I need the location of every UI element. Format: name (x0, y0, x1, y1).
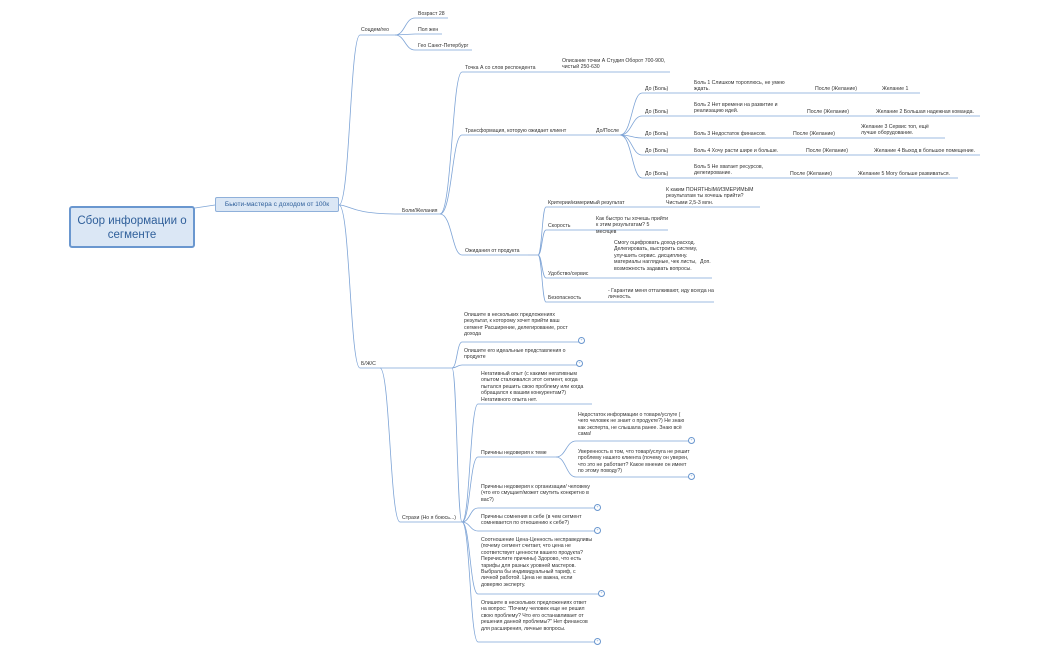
distrust-topic-node[interactable]: Причины недоверия к теме (481, 450, 547, 456)
speed-text[interactable]: Как быстро ты хочешь прийти к этим резул… (596, 216, 669, 235)
geo-node[interactable]: Гео Санкт-Петербург (418, 43, 469, 49)
after-node[interactable]: После (Желание) (793, 131, 836, 137)
transformation-topic[interactable]: Трансформация, которую ожидает клиент (465, 128, 567, 134)
pain-node[interactable]: Боль 4 Хочу расти шире и больше. (694, 148, 779, 154)
pain-node[interactable]: Боль 2 Нет времени на развитие и реализа… (694, 102, 778, 115)
expand-badge-icon[interactable]: + (598, 590, 605, 597)
gender-node[interactable]: Пол жен (418, 27, 439, 33)
org-distrust-node[interactable]: Причины недоверия к организации/ человек… (481, 484, 591, 503)
expand-badge-icon[interactable]: + (688, 473, 695, 480)
wish-node[interactable]: Желание 4 Выход в большое помещение. (874, 148, 976, 154)
expand-badge-icon[interactable]: + (576, 360, 583, 367)
pain-node[interactable]: Боль 3 Недостаток финансов. (694, 131, 767, 137)
wish-node[interactable]: Желание 1 (882, 86, 909, 92)
expand-badge-icon[interactable]: + (594, 504, 601, 511)
distrust-info-node[interactable]: Недостаток информации о товаре/услуге ( … (578, 412, 685, 438)
after-node[interactable]: После (Желание) (790, 171, 833, 177)
before-after-node[interactable]: До/После (596, 128, 620, 134)
expand-badge-icon[interactable]: + (688, 437, 695, 444)
before-node[interactable]: До (Боль) (645, 148, 669, 154)
bjs-topic[interactable]: Б/Ж/С (361, 361, 376, 367)
pain-node[interactable]: Боль 5 Не хватает ресурсов, делегировани… (694, 164, 764, 177)
desired-result-node[interactable]: Опишите в нескольких предложениях резуль… (464, 312, 568, 338)
before-node[interactable]: До (Боль) (645, 86, 669, 92)
convenience-node[interactable]: Удобство/сервис (548, 271, 589, 277)
point-a-topic[interactable]: Точка А со слов респондента (465, 65, 536, 71)
fears-topic[interactable]: Страхи (Но я боюсь...) (402, 515, 456, 521)
after-node[interactable]: После (Желание) (806, 148, 849, 154)
measurable-node[interactable]: Критерии/измеримый результат (548, 200, 625, 206)
point-a-text[interactable]: Описание точки А Студия Оборот 700-900, … (562, 58, 666, 71)
before-node[interactable]: До (Боль) (645, 109, 669, 115)
root-topic[interactable]: Сбор информации о сегменте (69, 206, 195, 248)
after-node[interactable]: После (Желание) (807, 109, 850, 115)
convenience-text[interactable]: Смогу оцифровать доход-расход. Делегиров… (614, 240, 698, 272)
safety-text[interactable]: - Гарантии меня отталкивают, иду всегда … (608, 288, 714, 301)
age-node[interactable]: Возраст 28 (418, 11, 445, 17)
self-doubt-node[interactable]: Причины сомнения в себе (в чем сегмент с… (481, 514, 582, 527)
expectations-topic[interactable]: Ожидания от продукта (465, 248, 520, 254)
after-node[interactable]: После (Желание) (815, 86, 858, 92)
before-node[interactable]: До (Боль) (645, 171, 669, 177)
distrust-effect-node[interactable]: Уверенность в том, что товар/услуга не р… (578, 449, 690, 475)
before-node[interactable]: До (Боль) (645, 131, 669, 137)
ideal-product-node[interactable]: Опишите его идеальные представления о пр… (464, 348, 566, 361)
expand-badge-icon[interactable]: + (594, 638, 601, 645)
convenience-extra[interactable]: Доп. (700, 259, 711, 265)
wish-node[interactable]: Желание 2 Большая надежная команда. (876, 109, 974, 115)
pains-topic[interactable]: Боли/Желания (402, 208, 438, 214)
wish-node[interactable]: Желание 5 Могу больше развиваться. (858, 171, 951, 177)
pain-node[interactable]: Боль 1 Слишком тороплюсь, не умею ждать. (694, 80, 785, 93)
main-topic[interactable]: Бьюти-мастера с доходом от 100к (215, 197, 339, 212)
measurable-text[interactable]: К каким ПОНЯТНЫМ/ИЗМЕРИМЫМ результатам т… (666, 187, 754, 206)
wish-node[interactable]: Желание 3 Сервис топ, ещё лучше оборудов… (861, 124, 929, 137)
price-value-node[interactable]: Соотношение Цена-Ценность несправедливы … (481, 537, 593, 588)
sociodem-topic[interactable]: Соцдем/гео (361, 27, 390, 33)
expand-badge-icon[interactable]: + (578, 337, 585, 344)
negative-experience-node[interactable]: Негативный опыт (с какими негативным опы… (481, 371, 584, 403)
speed-node[interactable]: Скорость (548, 223, 571, 229)
why-not-solved-node[interactable]: Опишите в нескольких предложениях ответ … (481, 600, 588, 632)
expand-badge-icon[interactable]: + (594, 527, 601, 534)
safety-node[interactable]: Безопасность (548, 295, 582, 301)
